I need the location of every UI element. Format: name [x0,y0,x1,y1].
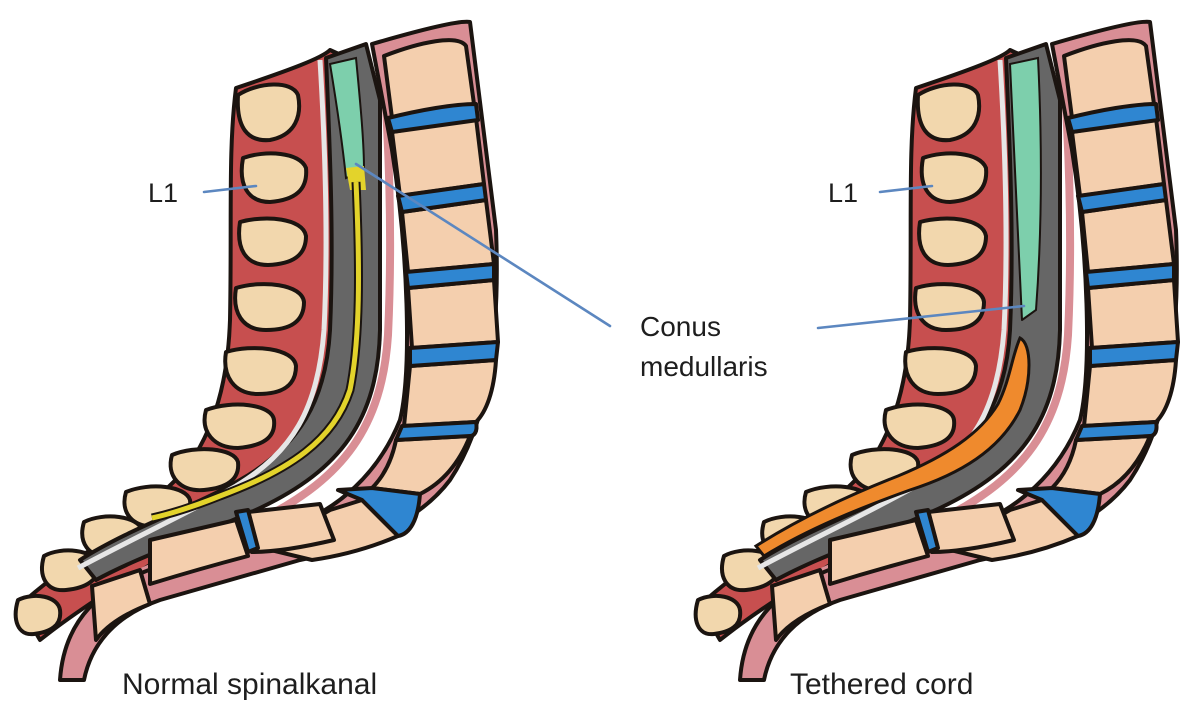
normal-spine-panel [16,22,498,680]
tethered-spine-panel [696,22,1178,680]
right-l1-label: L1 [828,178,858,208]
conus-label-line2: medullaris [640,351,768,382]
conus-label-line1: Conus [640,311,721,342]
left-l1-label: L1 [148,178,178,208]
normal-caption: Normal spinalkanal [122,668,377,701]
tethered-caption: Tethered cord [790,668,973,701]
